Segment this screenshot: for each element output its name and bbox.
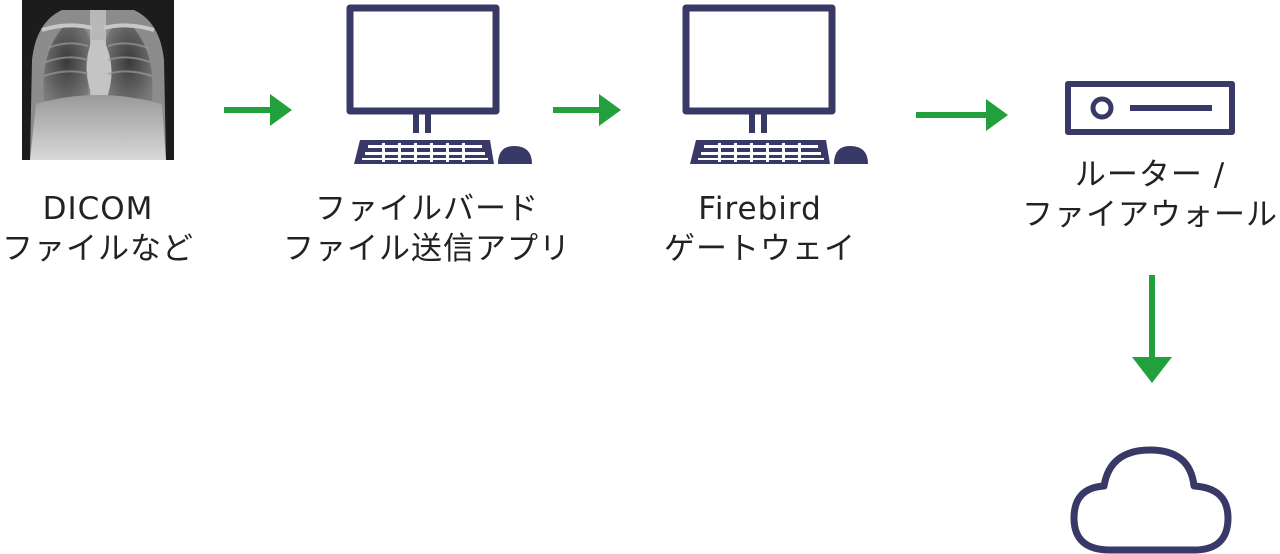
router-icon: [1065, 81, 1235, 135]
arrow-right-2: [553, 94, 621, 126]
filebird-label-line1: ファイルバード: [315, 191, 539, 227]
computer-icon: [682, 4, 868, 164]
dicom-label-line1: DICOM: [42, 191, 154, 227]
router-label-line1: ルーター /: [1074, 157, 1226, 193]
router-label: ルーター / ファイアウォール: [1020, 155, 1280, 235]
firebird-label-line1: Firebird: [698, 191, 822, 227]
router-label-line2: ファイアウォール: [1022, 197, 1278, 233]
cloud-icon: [1070, 446, 1232, 554]
computer-icon: [346, 4, 532, 164]
firebird-label: Firebird ゲートウェイ: [640, 189, 880, 269]
filebird-label: ファイルバード ファイル送信アプリ: [268, 189, 586, 269]
filebird-label-line2: ファイル送信アプリ: [283, 231, 571, 267]
dicom-label: DICOM ファイルなど: [0, 189, 196, 269]
arrow-down: [1132, 275, 1172, 383]
arrow-right-3: [916, 99, 1008, 131]
arrow-right-1: [224, 94, 292, 126]
xray-image-icon: [22, 0, 174, 160]
dicom-label-line2: ファイルなど: [2, 231, 194, 267]
firebird-label-line2: ゲートウェイ: [664, 231, 856, 267]
